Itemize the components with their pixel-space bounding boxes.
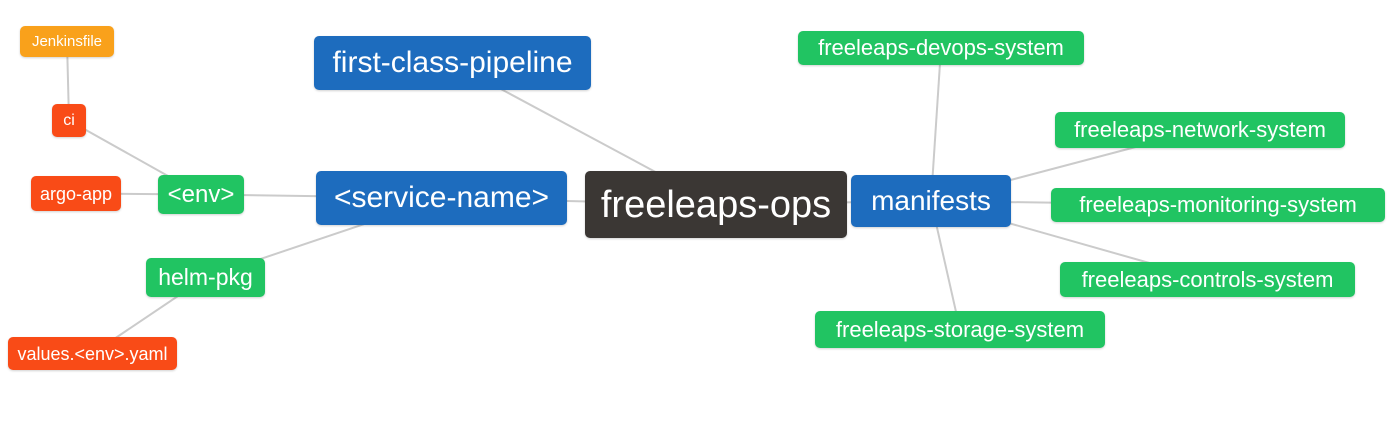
node-freeleaps-monitoring-system[interactable]: freeleaps-monitoring-system	[1051, 188, 1385, 222]
node-freeleaps-controls-system[interactable]: freeleaps-controls-system	[1060, 262, 1355, 297]
node-env[interactable]: <env>	[158, 175, 244, 214]
node-jenkinsfile[interactable]: Jenkinsfile	[20, 26, 114, 57]
node-helm-pkg[interactable]: helm-pkg	[146, 258, 265, 297]
node-service-name[interactable]: <service-name>	[316, 171, 567, 225]
node-values-env-yaml[interactable]: values.<env>.yaml	[8, 337, 177, 370]
node-freeleaps-devops-system[interactable]: freeleaps-devops-system	[798, 31, 1084, 65]
node-manifests[interactable]: manifests	[851, 175, 1011, 227]
node-freeleaps-ops[interactable]: freeleaps-ops	[585, 171, 847, 238]
node-argo-app[interactable]: argo-app	[31, 176, 121, 211]
node-freeleaps-storage-system[interactable]: freeleaps-storage-system	[815, 311, 1105, 348]
node-freeleaps-network-system[interactable]: freeleaps-network-system	[1055, 112, 1345, 148]
node-first-class-pipeline[interactable]: first-class-pipeline	[314, 36, 591, 90]
node-ci[interactable]: ci	[52, 104, 86, 137]
